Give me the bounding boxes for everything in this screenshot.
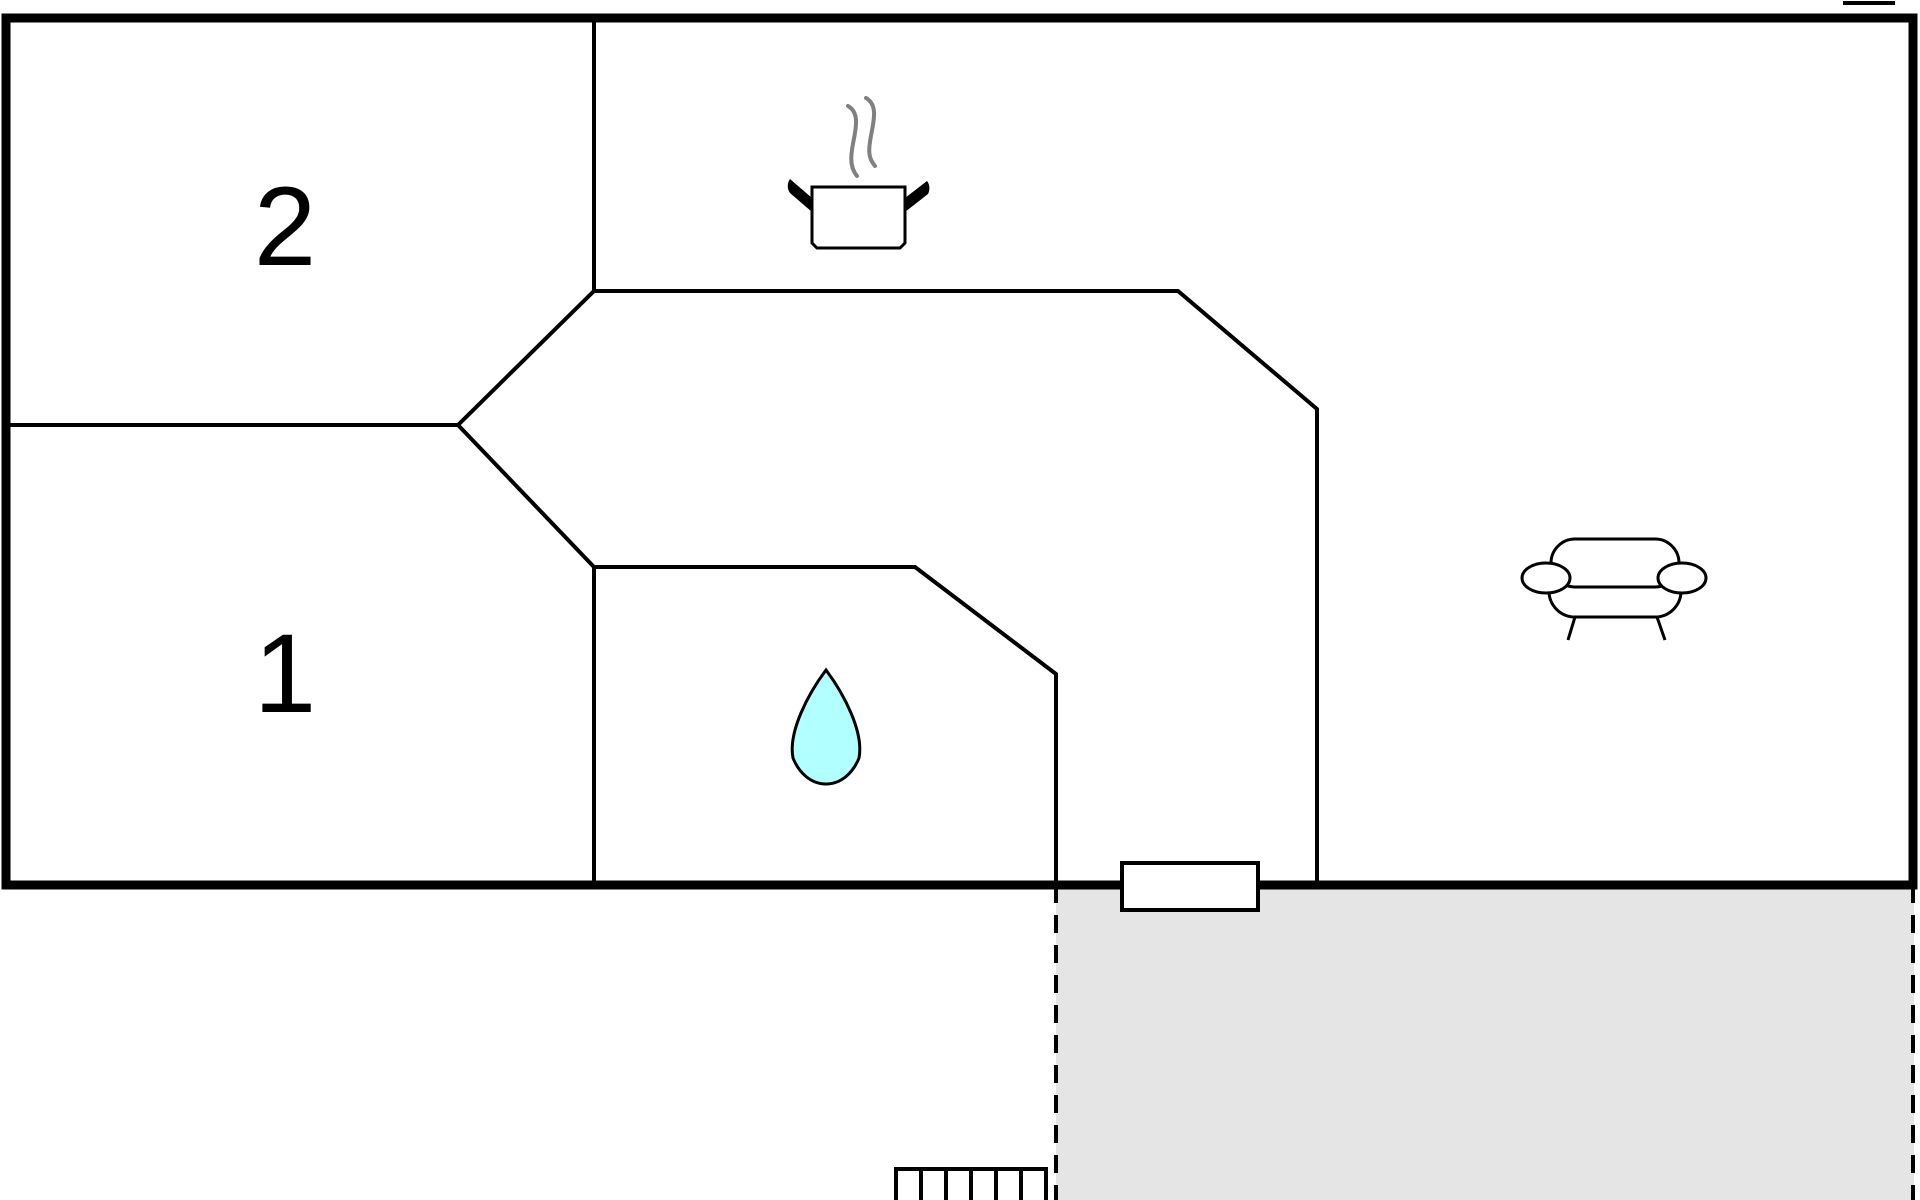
water-drop-icon — [790, 667, 862, 786]
sofa-icon — [1520, 537, 1708, 641]
room-1-label: 1 — [254, 611, 316, 736]
outer-wall — [1, 13, 1918, 890]
terrace-dashed-boundary — [1054, 885, 1915, 1200]
terrace-area — [1056, 885, 1914, 1200]
entrance-step — [1120, 861, 1260, 912]
room-2-label: 2 — [254, 164, 316, 289]
stairs — [894, 1167, 1048, 1200]
interior-walls — [6, 18, 1319, 885]
cooking-pot-icon — [787, 96, 930, 250]
